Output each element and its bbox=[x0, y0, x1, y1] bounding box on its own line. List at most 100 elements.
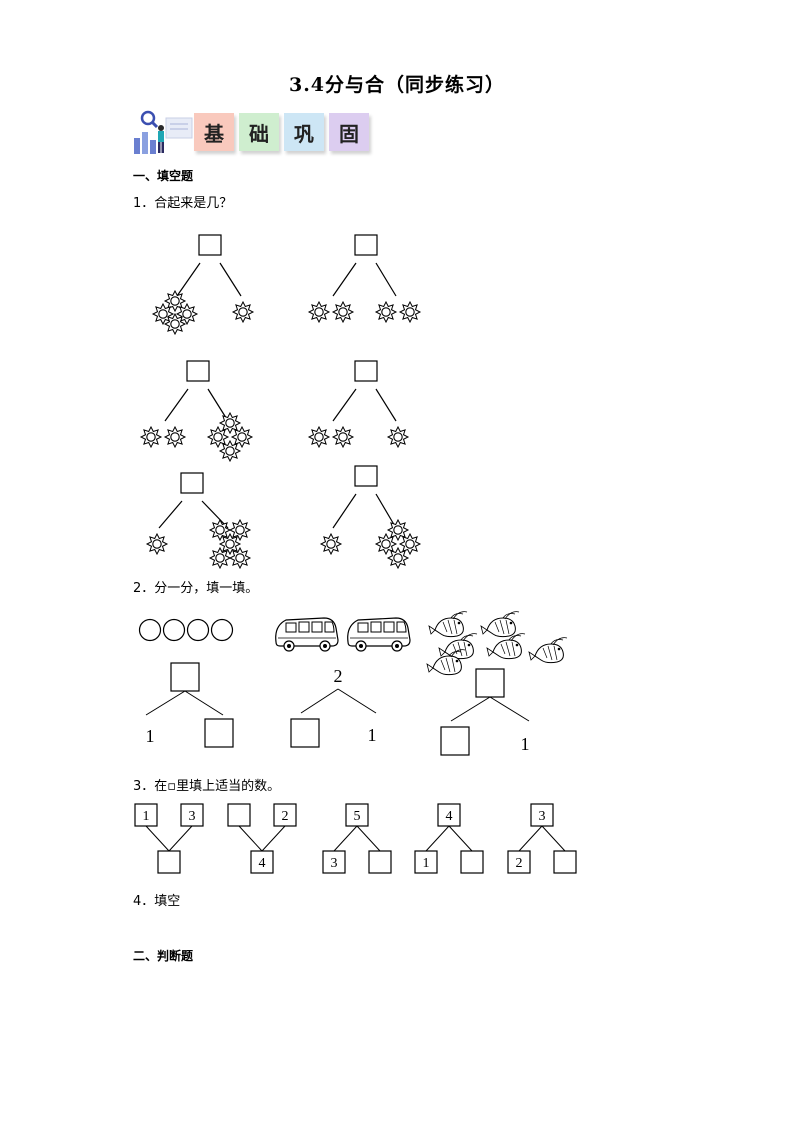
number-box[interactable] bbox=[157, 850, 181, 874]
shrimp-icon bbox=[480, 611, 520, 638]
number-box[interactable]: 1 bbox=[134, 803, 158, 827]
combine-tree bbox=[320, 465, 421, 569]
left-sun-group t5 bbox=[320, 533, 342, 555]
split-group-3: 1 bbox=[426, 611, 568, 756]
banner-tile-1: 基 bbox=[194, 113, 234, 151]
given-number: 2 bbox=[334, 666, 343, 686]
answer-box[interactable] bbox=[354, 465, 378, 487]
branch-line bbox=[184, 690, 224, 716]
number-box[interactable]: 4 bbox=[250, 850, 274, 874]
shrimp-icon bbox=[428, 611, 468, 638]
branch-line bbox=[207, 388, 229, 422]
sun-icon bbox=[308, 301, 330, 323]
car-icon bbox=[347, 617, 411, 652]
branch-line bbox=[450, 696, 491, 722]
branch-line bbox=[158, 500, 183, 529]
right-sun-group bbox=[375, 519, 421, 569]
number-box[interactable] bbox=[204, 718, 234, 748]
split-diagram-2: 41 bbox=[414, 803, 484, 874]
branch-line bbox=[219, 262, 242, 297]
sun-icon bbox=[207, 426, 229, 448]
sun-icon bbox=[219, 412, 241, 434]
number-box[interactable] bbox=[440, 726, 470, 756]
branch-line bbox=[168, 825, 193, 852]
number-box[interactable]: 4 bbox=[437, 803, 461, 827]
given-number: 1 bbox=[146, 726, 155, 746]
branch-line bbox=[375, 388, 397, 422]
split-group-2: 21 bbox=[275, 617, 411, 748]
combine-tree bbox=[152, 234, 254, 335]
number-box[interactable] bbox=[227, 803, 251, 827]
sun-icon bbox=[164, 426, 186, 448]
branch-line bbox=[333, 825, 358, 852]
right-sun-group bbox=[375, 301, 421, 323]
left-sun-group t0 bbox=[152, 290, 198, 335]
answer-box[interactable] bbox=[354, 360, 378, 382]
branch-line bbox=[145, 690, 186, 716]
question-4-prompt: 4．填空 bbox=[133, 894, 181, 909]
number-box[interactable]: 2 bbox=[507, 850, 531, 874]
number-box[interactable] bbox=[290, 718, 320, 748]
circle-icon bbox=[186, 618, 210, 642]
sun-icon bbox=[308, 426, 330, 448]
sun-icon bbox=[320, 533, 342, 555]
left-sun-group t4 bbox=[146, 533, 168, 555]
banner-tile-4: 固 bbox=[329, 113, 369, 151]
box-number: 4 bbox=[259, 856, 266, 871]
box-number: 2 bbox=[516, 856, 523, 871]
number-box[interactable]: 5 bbox=[345, 803, 369, 827]
answer-box[interactable] bbox=[198, 234, 222, 256]
sun-icon bbox=[229, 547, 251, 569]
question-3-prompt: 3．在▫里填上适当的数。 bbox=[133, 779, 281, 794]
sun-icon bbox=[375, 301, 397, 323]
branch-line bbox=[518, 825, 543, 852]
circle-icon bbox=[210, 618, 234, 642]
branch-line bbox=[332, 493, 357, 529]
number-box[interactable] bbox=[553, 850, 577, 874]
sun-icon bbox=[332, 301, 354, 323]
answer-box[interactable] bbox=[186, 360, 210, 382]
sun-icon bbox=[229, 519, 251, 541]
number-box[interactable]: 1 bbox=[414, 850, 438, 874]
question-1-prompt: 1．合起来是几？ bbox=[133, 196, 233, 211]
combine-tree bbox=[140, 360, 253, 462]
circle-icon bbox=[138, 618, 162, 642]
box-number: 1 bbox=[143, 809, 150, 824]
box-number: 3 bbox=[539, 809, 546, 824]
sun-icon bbox=[387, 547, 409, 569]
branch-line bbox=[448, 825, 473, 852]
number-box[interactable] bbox=[475, 668, 505, 698]
number-box[interactable] bbox=[368, 850, 392, 874]
section-label-fill-in: 一、填空题 bbox=[133, 169, 194, 183]
branch-line bbox=[176, 262, 201, 297]
branch-line bbox=[261, 825, 286, 852]
branch-line bbox=[145, 825, 170, 852]
number-box[interactable]: 2 bbox=[273, 803, 297, 827]
branch-line bbox=[425, 825, 450, 852]
box-number: 2 bbox=[282, 809, 289, 824]
answer-box[interactable] bbox=[180, 472, 204, 494]
branch-line bbox=[238, 825, 263, 852]
banner-tile-3: 巩 bbox=[284, 113, 324, 151]
sun-icon bbox=[219, 440, 241, 462]
right-sun-group bbox=[209, 519, 251, 569]
box-number: 5 bbox=[354, 809, 361, 824]
number-box[interactable]: 3 bbox=[180, 803, 204, 827]
number-box[interactable] bbox=[170, 662, 200, 692]
banner-tile-2: 础 bbox=[239, 113, 279, 151]
branch-line bbox=[164, 388, 189, 422]
given-number: 1 bbox=[521, 734, 530, 754]
circle-icon bbox=[162, 618, 186, 642]
branch-line bbox=[489, 696, 530, 722]
combine-diagram-2: 24 bbox=[227, 803, 297, 874]
car-icon bbox=[275, 617, 339, 652]
number-box[interactable]: 3 bbox=[530, 803, 554, 827]
number-box[interactable]: 3 bbox=[322, 850, 346, 874]
left-sun-group t3 bbox=[308, 426, 354, 448]
given-number: 1 bbox=[368, 725, 377, 745]
right-sun-group bbox=[387, 426, 409, 448]
answer-box[interactable] bbox=[354, 234, 378, 256]
number-box[interactable] bbox=[460, 850, 484, 874]
sun-icon bbox=[164, 313, 186, 335]
